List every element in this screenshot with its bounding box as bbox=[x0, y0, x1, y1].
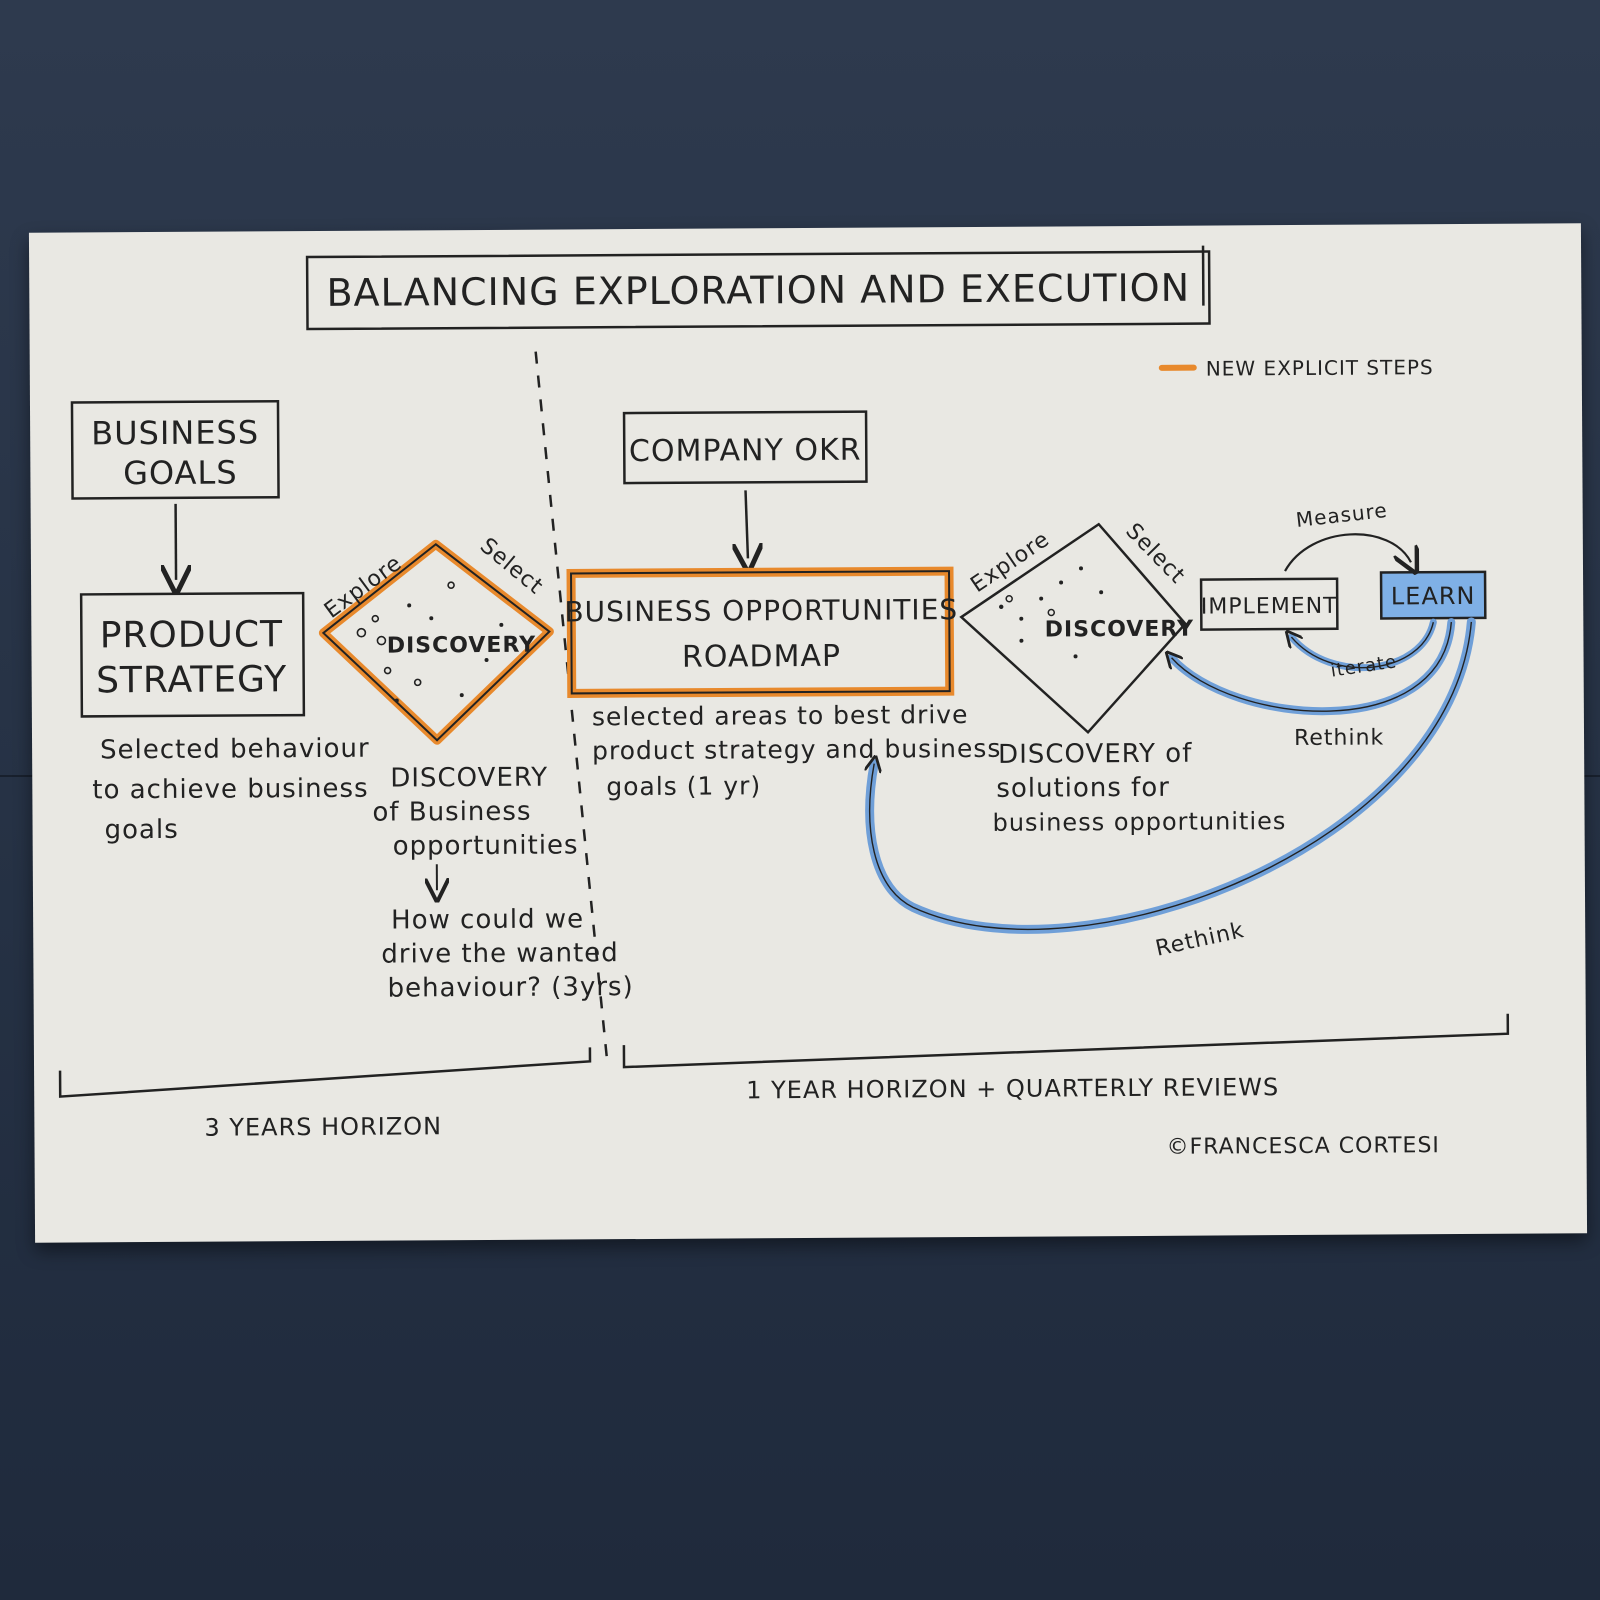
left-select-label: Select bbox=[475, 533, 548, 599]
right-horizon-bracket: 1 YEAR HORIZON + QUARTERLY REVIEWS bbox=[622, 1013, 1510, 1104]
right-horizon-label: 1 YEAR HORIZON + QUARTERLY REVIEWS bbox=[746, 1073, 1279, 1104]
question-note-line-1: How could we bbox=[391, 904, 584, 935]
left-discovery-note-line-1: DISCOVERY bbox=[390, 763, 548, 794]
implement-label: IMPLEMENT bbox=[1201, 594, 1338, 620]
page-title: BALANCING EXPLORATION AND EXECUTION bbox=[326, 266, 1190, 315]
right-discovery-note-line-1: DISCOVERY of bbox=[998, 739, 1192, 770]
strategy-note-line-1: Selected behaviour bbox=[100, 734, 370, 766]
roadmap-note: selected areas to best drive product str… bbox=[592, 700, 1002, 801]
left-explore-label: Explore bbox=[320, 551, 407, 624]
strategy-note-line-3: goals bbox=[104, 815, 178, 845]
right-select-label: Select bbox=[1120, 519, 1190, 589]
paper-sheet: BALANCING EXPLORATION AND EXECUTION NEW … bbox=[28, 223, 1588, 1243]
product-strategy-line-2: STRATEGY bbox=[96, 659, 287, 701]
feedback-loops bbox=[869, 617, 1476, 934]
roadmap-line-2: ROADMAP bbox=[682, 639, 841, 675]
legend: NEW EXPLICIT STEPS bbox=[1158, 355, 1434, 381]
right-discovery-note: DISCOVERY of solutions for business oppo… bbox=[992, 739, 1286, 837]
company-okr-label: COMPANY OKR bbox=[629, 433, 862, 469]
left-discovery-note-line-2: of Business bbox=[372, 797, 531, 828]
roadmap-note-line-3: goals (1 yr) bbox=[606, 771, 761, 801]
right-discovery-label: DISCOVERY bbox=[1045, 617, 1194, 643]
left-discovery-label: DISCOVERY bbox=[387, 633, 536, 659]
strategy-note-line-2: to achieve business bbox=[92, 774, 368, 806]
roadmap-note-line-1: selected areas to best drive bbox=[592, 700, 969, 731]
product-strategy-note: Selected behaviour to achieve business g… bbox=[92, 734, 370, 846]
measure-arrow bbox=[1284, 533, 1411, 571]
product-strategy-line-1: PRODUCT bbox=[100, 614, 284, 656]
learn-label: LEARN bbox=[1391, 582, 1476, 611]
left-discovery-note-line-3: opportunities bbox=[393, 830, 579, 861]
company-okr-box: COMPANY OKR bbox=[622, 410, 868, 485]
question-note-line-3: behaviour? (3yrs) bbox=[387, 972, 633, 1004]
arrow-okr-to-roadmap bbox=[746, 490, 748, 558]
left-question-note: How could we drive the wanted behaviour?… bbox=[381, 904, 634, 1004]
author-credit: ©FRANCESCA CORTESI bbox=[1166, 1133, 1439, 1160]
right-discovery-diamond: DISCOVERY Explore Select bbox=[959, 519, 1194, 735]
learn-box: LEARN bbox=[1379, 570, 1487, 620]
left-discovery-diamond: DISCOVERY Explore Select bbox=[318, 533, 554, 745]
rethink-arrow-short bbox=[1167, 618, 1456, 716]
left-horizon-bracket: 3 YEARS HORIZON bbox=[58, 1047, 592, 1142]
right-discovery-note-line-3: business opportunities bbox=[992, 807, 1286, 837]
rethink-label-1: Rethink bbox=[1294, 725, 1384, 751]
roadmap-line-1: BUSINESS OPPORTUNITIES bbox=[564, 593, 958, 628]
left-horizon-label: 3 YEARS HORIZON bbox=[204, 1112, 442, 1141]
right-discovery-note-line-2: solutions for bbox=[996, 773, 1170, 804]
roadmap-box: BUSINESS OPPORTUNITIES ROADMAP bbox=[564, 566, 958, 698]
roadmap-note-line-2: product strategy and business bbox=[592, 734, 1001, 765]
question-note-line-2: drive the wanted bbox=[381, 938, 619, 969]
business-goals-line-2: GOALS bbox=[123, 453, 238, 492]
diagram-canvas: BALANCING EXPLORATION AND EXECUTION NEW … bbox=[58, 245, 1510, 1160]
product-strategy-box: PRODUCT STRATEGY bbox=[79, 591, 306, 718]
implement-box: IMPLEMENT bbox=[1199, 577, 1339, 631]
business-goals-box: BUSINESS GOALS bbox=[70, 399, 280, 500]
legend-label: NEW EXPLICIT STEPS bbox=[1206, 355, 1434, 380]
rethink-label-2: Rethink bbox=[1153, 918, 1246, 962]
title-box: BALANCING EXPLORATION AND EXECUTION bbox=[305, 245, 1211, 331]
measure-label: Measure bbox=[1295, 498, 1389, 532]
business-goals-line-1: BUSINESS bbox=[91, 413, 259, 452]
left-discovery-note: DISCOVERY of Business opportunities bbox=[372, 763, 579, 862]
iterate-label: iterate bbox=[1329, 651, 1398, 681]
